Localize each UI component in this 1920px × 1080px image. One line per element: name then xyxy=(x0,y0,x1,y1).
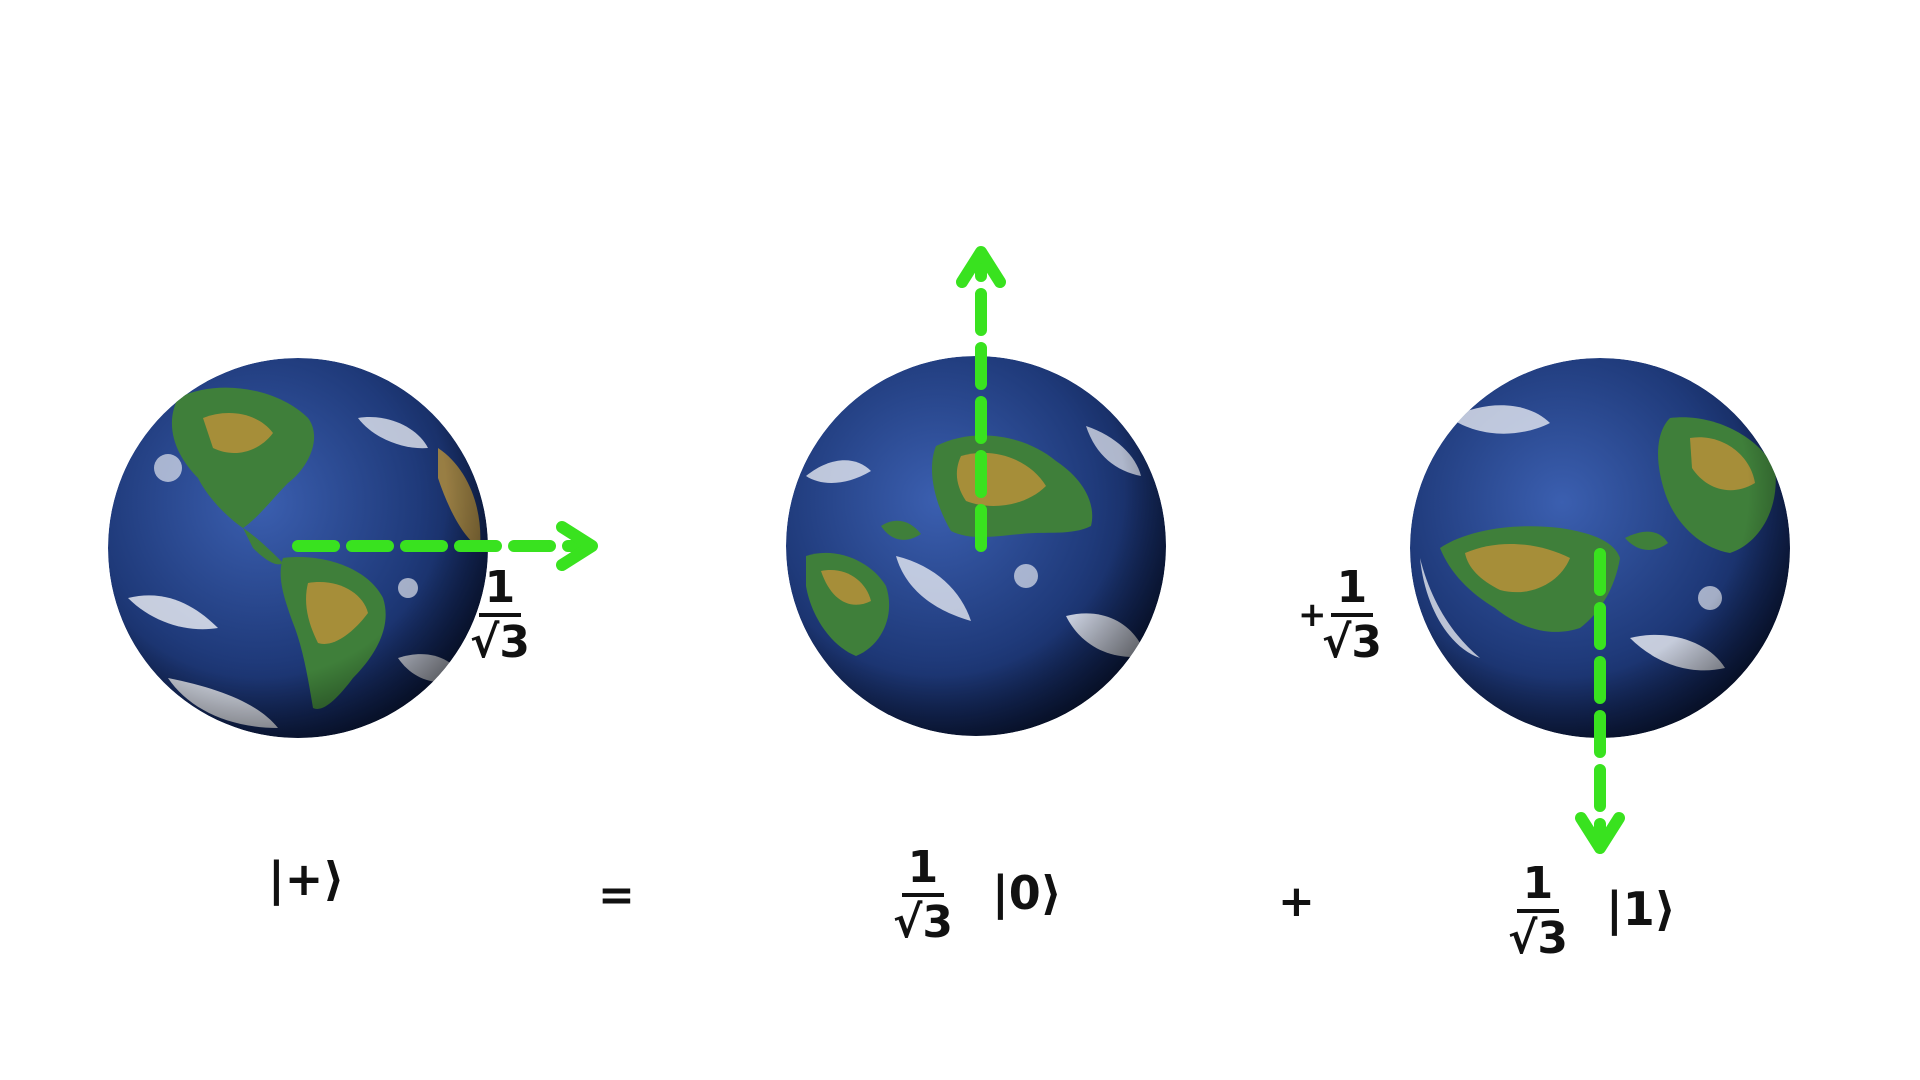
term2-numerator: 1 xyxy=(1516,862,1560,913)
globe-zero-state xyxy=(786,356,1166,736)
earth-icon xyxy=(108,358,488,738)
term1-coefficient: 1 √3 xyxy=(893,846,953,945)
globe-one-state xyxy=(1410,358,1790,738)
coefficient-sign: + xyxy=(1298,595,1327,635)
equals-sign: = xyxy=(598,870,635,921)
coefficient-denominator: √3 xyxy=(1322,617,1382,668)
coefficient-globe-plus: 1 √3 xyxy=(470,566,530,665)
ket-plus: |+⟩ xyxy=(268,852,345,906)
coefficient-numerator: 1 xyxy=(1330,566,1374,617)
earth-icon xyxy=(1410,358,1790,738)
ket-zero: |0⟩ xyxy=(992,866,1062,920)
arrowhead-right-icon xyxy=(556,521,598,571)
term2-denominator: √3 xyxy=(1508,913,1568,964)
arrowhead-up-icon xyxy=(956,246,1006,288)
term1-denominator: √3 xyxy=(893,897,953,948)
coefficient-globe-one: 1 √3 xyxy=(1322,566,1382,665)
term2-coefficient: 1 √3 xyxy=(1508,862,1568,961)
coefficient-numerator: 1 xyxy=(478,566,522,617)
term1-numerator: 1 xyxy=(901,846,945,897)
plus-sign: + xyxy=(1278,876,1315,927)
earth-icon xyxy=(786,356,1166,736)
ket-one: |1⟩ xyxy=(1606,882,1676,936)
arrowhead-down-icon xyxy=(1575,812,1625,854)
coefficient-denominator: √3 xyxy=(470,617,530,668)
globe-plus-state xyxy=(108,358,488,738)
